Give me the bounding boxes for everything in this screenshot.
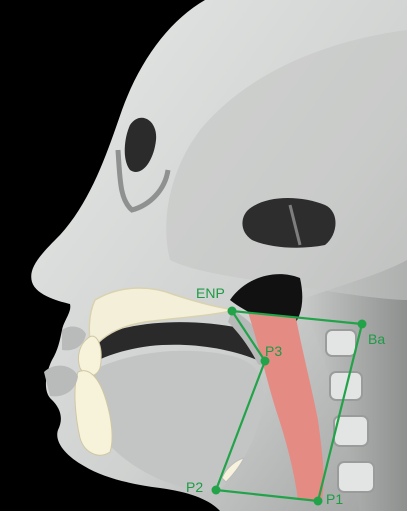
label-p1: P1	[326, 491, 343, 507]
landmark-p1	[314, 497, 323, 506]
label-ba: Ba	[368, 331, 385, 347]
label-p3: P3	[265, 343, 282, 359]
landmark-p2	[212, 486, 221, 495]
label-enp: ENP	[196, 285, 225, 301]
label-p2: P2	[186, 479, 203, 495]
landmark-enp	[228, 307, 237, 316]
landmark-ba	[358, 320, 367, 329]
